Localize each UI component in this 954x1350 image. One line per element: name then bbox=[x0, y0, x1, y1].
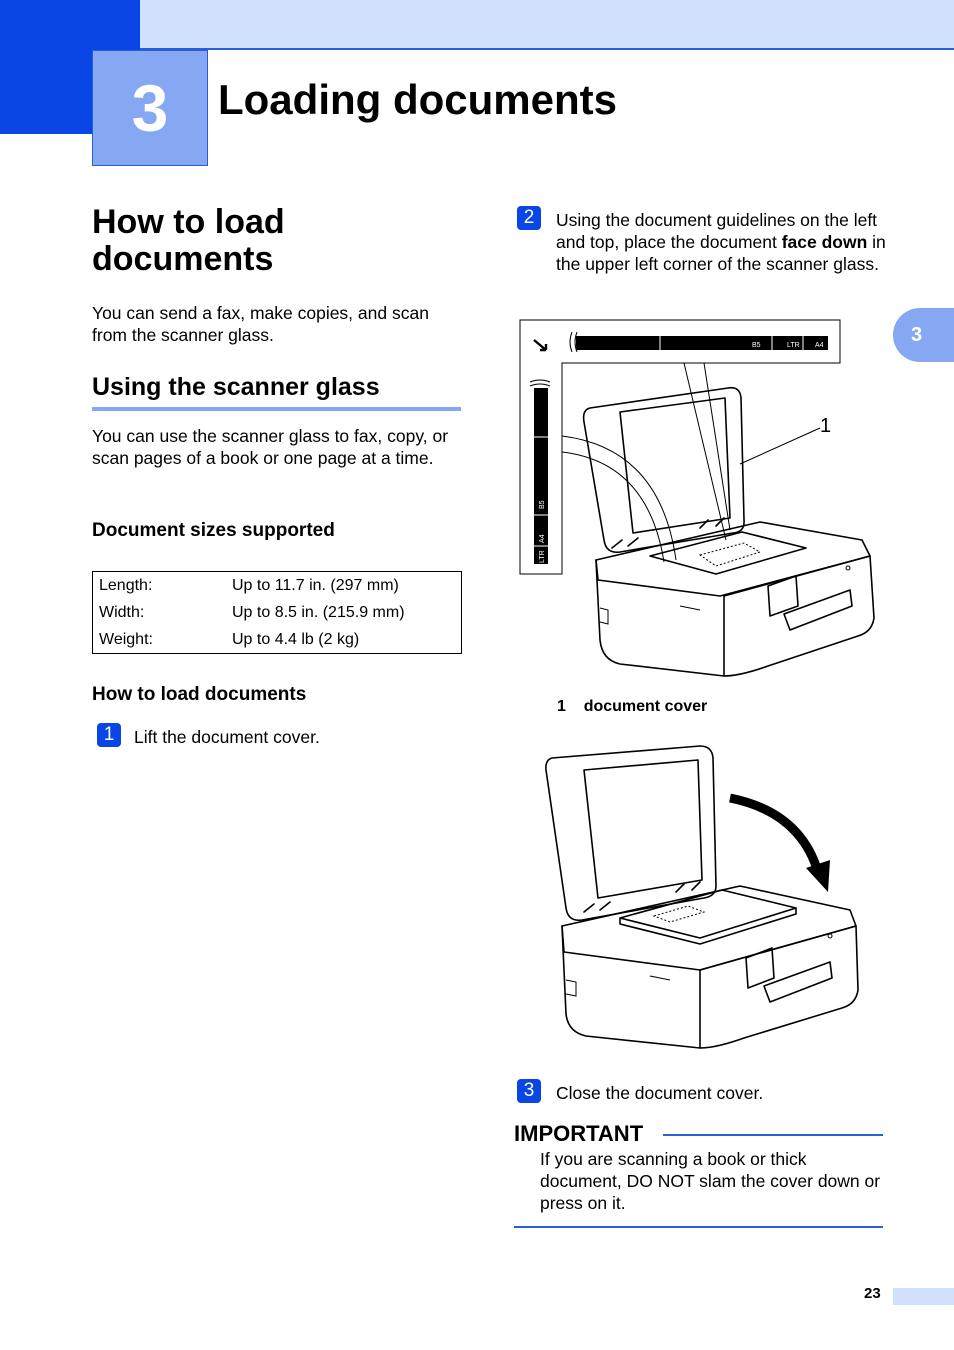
top-guide-label: B5 bbox=[752, 342, 761, 349]
top-guide-label: A4 bbox=[815, 342, 824, 349]
important-bottom-rule bbox=[514, 1226, 883, 1228]
table-cell-label: Width: bbox=[99, 603, 145, 621]
important-text: If you are scanning a book or thick docu… bbox=[540, 1149, 881, 1213]
section-title: How to load documents bbox=[92, 203, 285, 278]
sizes-heading: Document sizes supported bbox=[92, 520, 335, 541]
control-panel bbox=[767, 575, 799, 617]
how-to-heading: How to load documents bbox=[92, 684, 307, 705]
step-2-number: 2 bbox=[517, 206, 541, 230]
step-2-emphasis: face down bbox=[781, 232, 868, 252]
header-band bbox=[0, 0, 954, 50]
document-on-glass bbox=[649, 531, 807, 575]
table-cell-value: Up to 8.5 in. (215.9 mm) bbox=[232, 603, 405, 621]
step-3-number: 3 bbox=[517, 1079, 541, 1103]
page-number: 23 bbox=[864, 1285, 881, 1302]
table-row: Weight: Up to 4.4 lb (2 kg) bbox=[93, 626, 462, 654]
caption-number: 1 bbox=[557, 698, 566, 715]
figure-caption: 1 document cover bbox=[557, 698, 707, 716]
side-guide-label: LTR bbox=[539, 550, 546, 563]
step-3-text: Close the document cover. bbox=[556, 1083, 764, 1103]
chapter-side-tab[interactable]: 3 bbox=[893, 308, 954, 362]
step-2-text: Using the document guidelines on the lef… bbox=[556, 209, 886, 275]
side-guide-label: A4 bbox=[539, 534, 546, 543]
document-cover bbox=[582, 386, 745, 554]
page-number-bar bbox=[893, 1288, 954, 1305]
chapter-number: 3 bbox=[92, 50, 208, 166]
control-panel bbox=[745, 947, 775, 989]
step-2-text-end: in the upper left corner of the scanner … bbox=[556, 232, 886, 274]
side-guide-label: B5 bbox=[539, 500, 546, 509]
table-row: Length: Up to 11.7 in. (297 mm) bbox=[93, 572, 462, 600]
step-1-text: Lift the document cover. bbox=[134, 727, 320, 747]
top-guide-label: LTR bbox=[787, 342, 800, 349]
scanner-glass-text: You can use the scanner glass to fax, co… bbox=[92, 426, 449, 468]
table-cell-value: Up to 4.4 lb (2 kg) bbox=[232, 630, 360, 648]
guide-inset-frame bbox=[519, 319, 841, 575]
caption-text: document cover bbox=[583, 698, 708, 715]
table-cell-label: Length: bbox=[99, 576, 153, 594]
subsection-heading: Using the scanner glass bbox=[92, 373, 380, 401]
corner-arrow-icon bbox=[533, 339, 548, 352]
sizes-table: Length: Up to 11.7 in. (297 mm) Width: U… bbox=[92, 571, 462, 654]
document-cover bbox=[545, 745, 717, 922]
important-rule bbox=[663, 1134, 883, 1136]
scanner-top bbox=[561, 885, 857, 971]
table-cell-label: Weight: bbox=[99, 630, 153, 648]
table-cell-value: Up to 11.7 in. (297 mm) bbox=[232, 576, 399, 594]
side-guide-strip bbox=[534, 388, 548, 564]
callout-number: 1 bbox=[820, 415, 831, 437]
callout-line bbox=[739, 427, 821, 465]
close-arrow-icon bbox=[729, 793, 823, 874]
step-2-text-start: Using the document guidelines on the lef… bbox=[556, 210, 878, 252]
top-guide-strip bbox=[576, 336, 828, 350]
chapter-title: Loading documents bbox=[218, 76, 617, 123]
intro-text: You can send a fax, make copies, and sca… bbox=[92, 303, 429, 345]
important-heading: IMPORTANT bbox=[514, 1121, 644, 1146]
table-row: Width: Up to 8.5 in. (215.9 mm) bbox=[93, 599, 462, 626]
heading-rule bbox=[92, 407, 461, 411]
step-1-number: 1 bbox=[97, 723, 121, 747]
